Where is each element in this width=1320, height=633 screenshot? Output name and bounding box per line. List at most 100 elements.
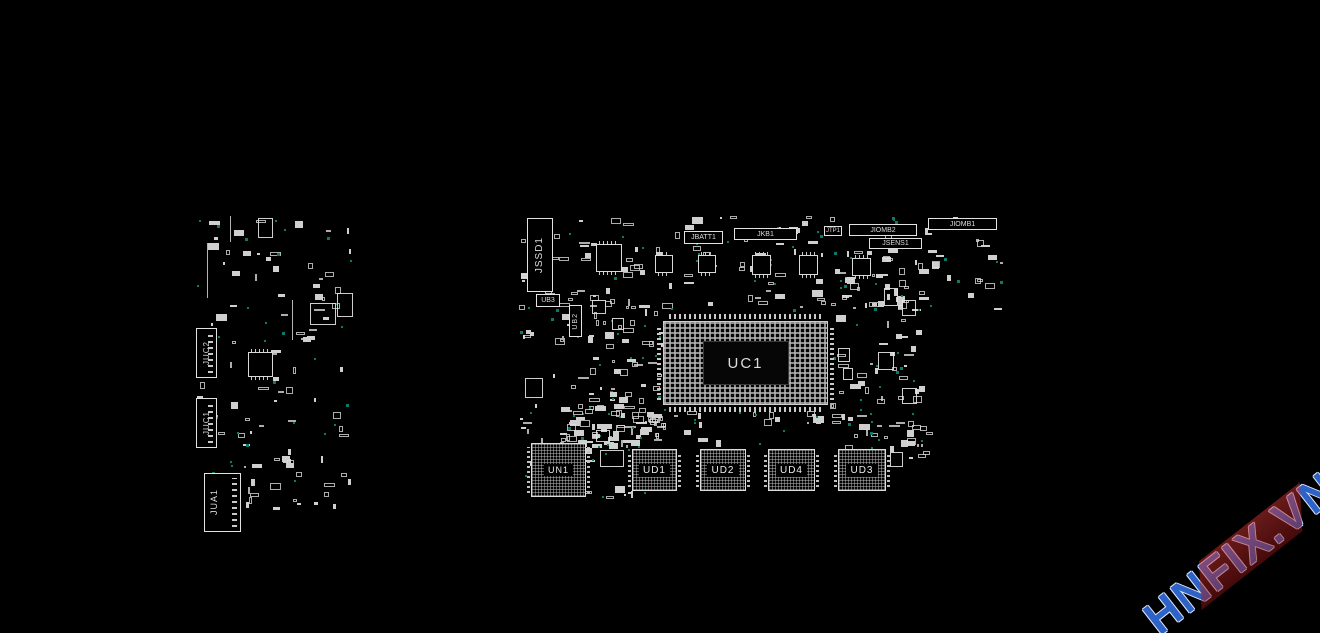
connector-jsens1[interactable]: JSENS1 xyxy=(869,238,922,249)
passive-component xyxy=(758,301,768,305)
passive-component xyxy=(614,404,624,409)
passive-component xyxy=(218,432,225,435)
passive-component xyxy=(693,246,701,251)
test-point xyxy=(844,285,847,288)
test-point xyxy=(754,280,756,282)
passive-component xyxy=(296,332,305,335)
passive-component xyxy=(273,377,279,381)
passive-component xyxy=(872,303,877,306)
passive-component xyxy=(766,290,771,292)
connector-juc1[interactable]: JUC1 xyxy=(196,398,217,448)
test-point xyxy=(246,444,249,447)
passive-component xyxy=(248,487,250,494)
test-point xyxy=(197,285,199,287)
ic-label: UD2 xyxy=(707,463,739,477)
passive-component xyxy=(898,296,905,303)
passive-component xyxy=(234,230,244,236)
passive-component xyxy=(1000,262,1003,264)
passive-component xyxy=(988,255,997,260)
passive-component xyxy=(527,429,529,434)
passive-component xyxy=(716,440,721,447)
test-point xyxy=(893,219,895,221)
passive-component xyxy=(626,445,628,448)
passive-component xyxy=(720,217,722,219)
passive-component xyxy=(625,426,636,428)
passive-component xyxy=(597,424,606,429)
passive-component xyxy=(835,269,840,274)
passive-component xyxy=(917,444,919,447)
ic-outline[interactable] xyxy=(752,252,771,278)
passive-component xyxy=(605,301,612,307)
connector-jua1[interactable]: JUA1 xyxy=(204,473,241,532)
passive-component xyxy=(928,250,937,253)
test-point xyxy=(834,252,837,255)
ic-ud1-memory[interactable]: UD1 xyxy=(628,449,681,491)
passive-component xyxy=(748,295,753,302)
passive-component xyxy=(214,237,218,240)
test-point xyxy=(582,413,584,415)
ic-outline[interactable] xyxy=(596,241,622,275)
passive-component xyxy=(915,389,919,394)
connector-jiomb2[interactable]: JIOMB2 xyxy=(849,224,917,236)
passive-component xyxy=(613,431,619,438)
passive-component xyxy=(216,314,227,321)
connector-juc2[interactable]: JUC2 xyxy=(196,328,217,378)
ic-ud4-memory[interactable]: UD4 xyxy=(764,449,819,491)
test-point xyxy=(622,236,624,238)
passive-component xyxy=(288,420,296,422)
passive-component xyxy=(349,249,351,254)
ic-outline[interactable] xyxy=(248,349,273,380)
ic-uc1-cpu[interactable]: UC1 xyxy=(657,314,834,412)
test-point xyxy=(284,229,286,231)
ic-ub2[interactable]: UB2 xyxy=(569,305,582,337)
passive-component xyxy=(619,397,628,403)
ic-outline[interactable] xyxy=(655,252,673,276)
ic-outline[interactable] xyxy=(852,255,871,279)
test-point xyxy=(341,326,343,328)
test-point xyxy=(556,309,559,312)
test-point xyxy=(608,413,610,415)
passive-component xyxy=(592,444,602,448)
passive-component xyxy=(899,268,905,275)
passive-component xyxy=(730,216,737,219)
passive-component xyxy=(571,385,576,389)
passive-component xyxy=(333,412,341,419)
passive-component xyxy=(578,377,589,379)
connector-jssd1[interactable]: JSSD1 xyxy=(527,218,553,292)
connector-jtp1[interactable]: JTP1 xyxy=(824,226,842,236)
connector-jbatt1[interactable]: JBATT1 xyxy=(684,231,723,244)
passive-component xyxy=(807,422,809,424)
passive-component xyxy=(626,306,629,309)
passive-component xyxy=(842,295,849,298)
ic-ub3[interactable]: UB3 xyxy=(536,294,560,307)
ic-un1[interactable]: UN1 xyxy=(527,443,590,497)
connector-jiomb1[interactable]: JIOMB1 xyxy=(928,218,997,230)
passive-component xyxy=(573,411,583,415)
connector-jkb1[interactable]: JKB1 xyxy=(734,228,797,240)
test-point xyxy=(644,325,646,327)
ic-outline[interactable] xyxy=(799,252,818,278)
passive-component xyxy=(591,243,597,246)
test-point xyxy=(860,399,862,401)
passive-component xyxy=(553,374,555,378)
ic-ud2-memory[interactable]: UD2 xyxy=(696,449,750,491)
passive-component xyxy=(977,240,984,247)
passive-component xyxy=(286,463,294,468)
passive-component xyxy=(281,314,288,316)
ic-outline[interactable] xyxy=(698,252,716,276)
passive-component xyxy=(270,483,281,490)
passive-component xyxy=(923,451,930,455)
test-point xyxy=(874,308,877,311)
passive-component xyxy=(636,435,641,439)
ic-ud3-memory[interactable]: UD3 xyxy=(834,449,890,491)
passive-component xyxy=(675,232,680,239)
trace-line xyxy=(207,243,208,298)
passive-component xyxy=(223,262,225,265)
test-point xyxy=(282,332,285,335)
passive-component xyxy=(611,218,621,224)
test-point xyxy=(528,307,530,309)
test-point xyxy=(739,412,741,414)
test-point xyxy=(264,340,266,342)
test-point xyxy=(1000,281,1003,284)
